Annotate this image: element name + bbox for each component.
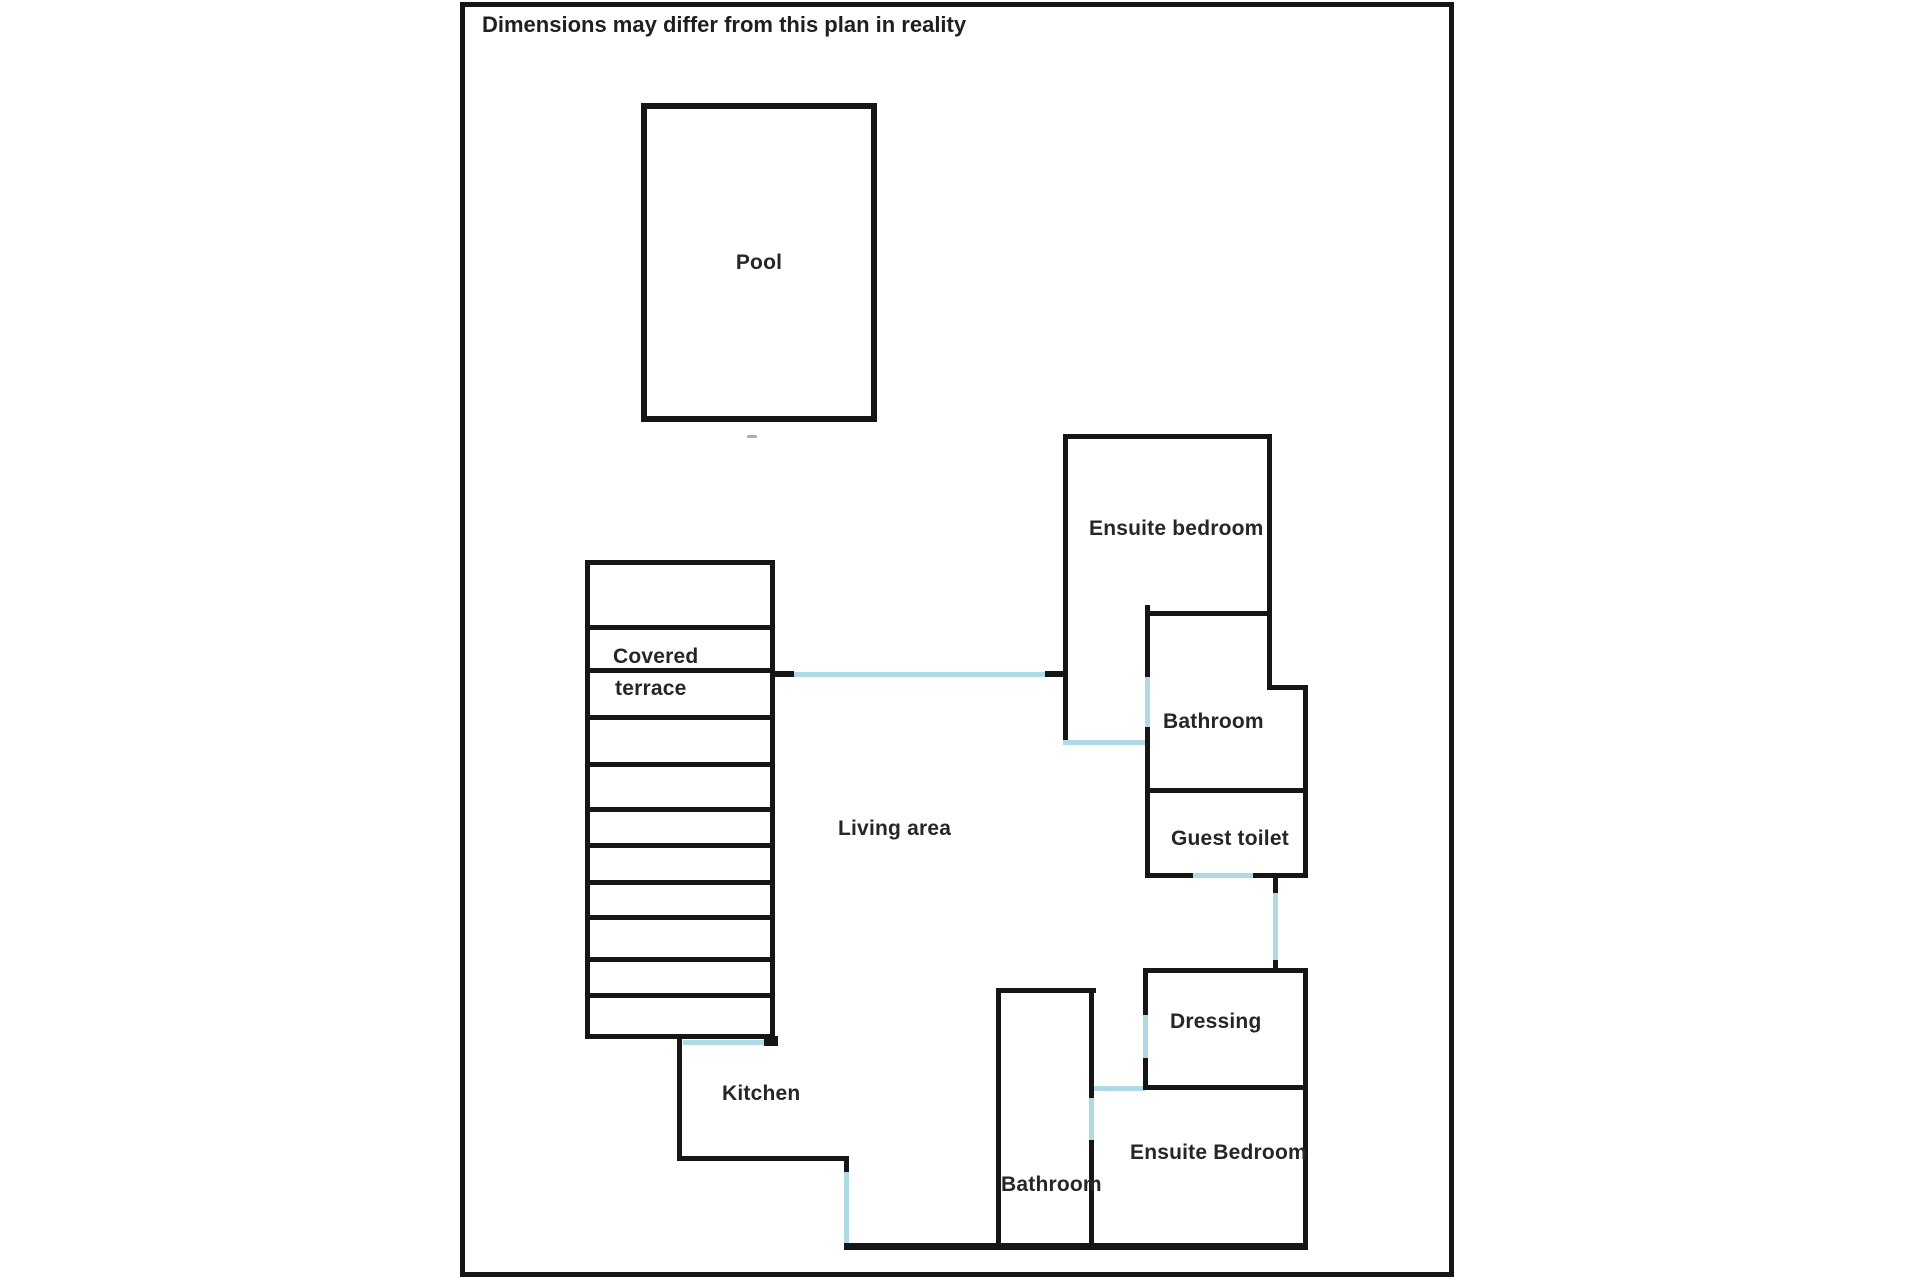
ensuite1-step-wall [1267, 685, 1308, 690]
terrace-kitchen-door-opening [683, 1040, 768, 1045]
terrace-bottom-corner-stub [764, 1036, 778, 1046]
room-label-ensuite-bedroom-bottom: Ensuite Bedroom [1130, 1141, 1307, 1164]
pool-room: Pool [641, 103, 877, 422]
room-label-living-area: Living area [838, 817, 952, 840]
room-label-covered: Covered [613, 645, 699, 668]
dressing-top-wall [1143, 968, 1308, 973]
bathroom1-left-wall-upper [1145, 605, 1150, 677]
room-label-terrace: terrace [615, 677, 687, 700]
right-wall-upper [1303, 685, 1308, 878]
guest-toilet-bottom-wall-left [1145, 873, 1193, 878]
ensuite2-entry-door-opening [1094, 1086, 1145, 1091]
terrace-slat-line [585, 715, 775, 720]
guest-toilet-bottom-wall-right [1253, 873, 1308, 878]
room-label-bathroom-top: Bathroom [1163, 710, 1264, 733]
covered-terrace-room [585, 560, 775, 1039]
hall-door-opening [1273, 893, 1278, 960]
bathroom1-left-wall-lower [1145, 727, 1150, 878]
ensuite1-left-wall [1063, 434, 1068, 744]
ensuite1-door-opening [1063, 740, 1145, 745]
terrace-slat-line [585, 880, 775, 885]
room-label-ensuite-bedroom-top: Ensuite bedroom [1089, 517, 1264, 540]
house-bottom-wall [844, 1243, 1308, 1250]
smudge-mark [747, 435, 757, 438]
bathroom2-left-wall [996, 988, 1001, 1246]
room-label-dressing: Dressing [1170, 1010, 1262, 1033]
dressing-bottom-wall [1143, 1085, 1308, 1090]
hall-wall-stub-bottom [1273, 960, 1278, 972]
terrace-slat-line [585, 843, 775, 848]
bathroom1-door-opening [1145, 677, 1150, 727]
ensuite1-right-wall [1267, 434, 1272, 690]
terrace-slat-line [585, 993, 775, 998]
terrace-slat-line [585, 668, 775, 673]
kitchen-step-door-opening [844, 1172, 849, 1245]
room-label-guest-toilet: Guest toilet [1171, 827, 1289, 850]
bathroom2-right-wall-lower [1089, 1140, 1094, 1246]
ensuite1-top-wall [1063, 434, 1272, 439]
terrace-slat-line [585, 957, 775, 962]
room-label-kitchen: Kitchen [722, 1082, 801, 1105]
dressing-left-wall-upper [1143, 968, 1148, 1015]
bathroom2-right-wall-upper [1089, 988, 1094, 1098]
corridor-wall-stub-left [772, 671, 794, 677]
guest-toilet-door-opening [1193, 873, 1253, 878]
terrace-slat-line [585, 762, 775, 767]
hall-wall-stub-top [1273, 873, 1278, 893]
bathroom1-top-wall [1145, 611, 1272, 616]
dressing-left-wall-lower [1143, 1058, 1148, 1090]
bathroom2-top-wall [996, 988, 1096, 993]
plan-outer-border [460, 2, 1454, 1277]
disclaimer-text: Dimensions may differ from this plan in … [482, 12, 967, 37]
kitchen-bottom-wall [677, 1156, 849, 1161]
room-label-pool: Pool [735, 250, 783, 274]
terrace-slat-line [585, 807, 775, 812]
kitchen-step-wall-stub [844, 1156, 849, 1172]
dressing-door-opening [1143, 1015, 1148, 1058]
terrace-slat-line [585, 915, 775, 920]
terrace-slat-line [585, 625, 775, 630]
right-wall-lower [1303, 968, 1308, 1250]
bathroom1-bottom-wall [1145, 788, 1308, 793]
bathroom2-door-opening [1089, 1098, 1094, 1140]
kitchen-left-wall [677, 1037, 682, 1161]
corridor-wall-stub-right [1045, 671, 1065, 677]
room-label-bathroom-bottom: Bathroom [1001, 1173, 1102, 1196]
corridor-door-opening [794, 672, 1045, 677]
